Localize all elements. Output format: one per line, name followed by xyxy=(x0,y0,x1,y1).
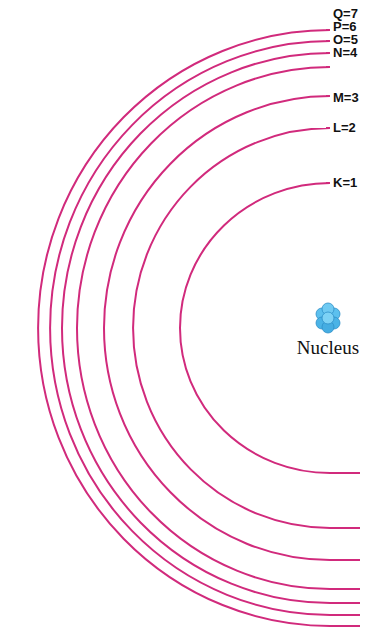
shell-label: M=3 xyxy=(333,91,359,104)
shell-arc xyxy=(133,128,360,528)
nucleus-label: Nucleus xyxy=(297,337,359,359)
shell-label: K=1 xyxy=(333,176,357,189)
shell-arc xyxy=(77,67,360,589)
shell-label: P=6 xyxy=(333,20,357,33)
shell-label: L=2 xyxy=(333,121,356,134)
shell-arc xyxy=(104,96,360,560)
shell-arc xyxy=(38,30,360,626)
shell-label: Q=7 xyxy=(333,7,358,20)
nucleus-icon xyxy=(316,303,340,333)
shell-arc xyxy=(50,41,360,615)
shell-label: N=4 xyxy=(333,46,357,59)
shell-arc xyxy=(180,183,360,473)
shell-label: O=5 xyxy=(333,33,358,46)
